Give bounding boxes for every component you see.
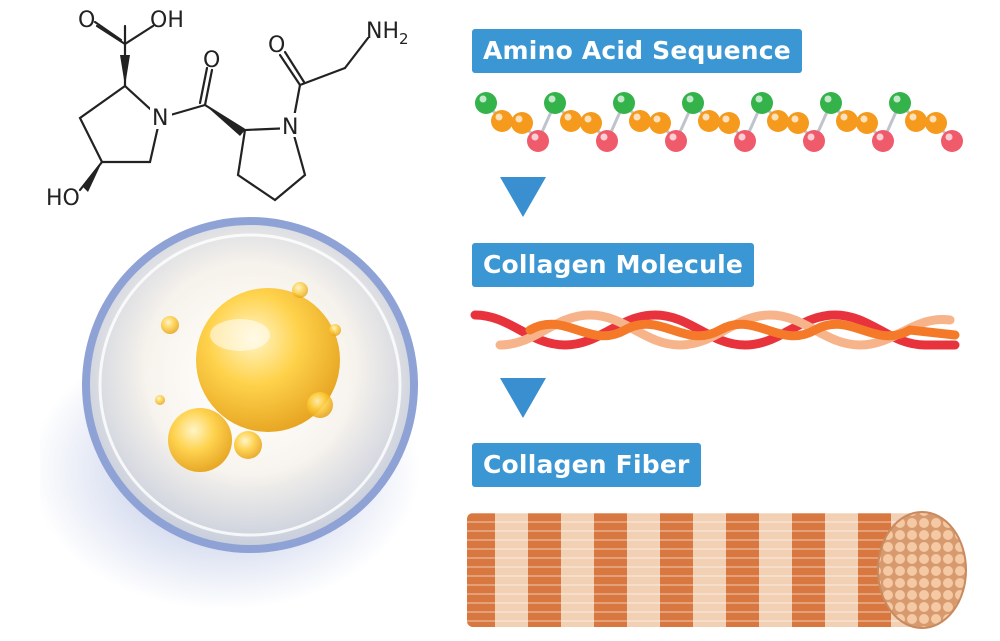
amino-acid-chain-illustration	[475, 92, 963, 152]
collagen-triple-helix-illustration	[470, 310, 960, 350]
amino-acid-bead	[767, 110, 789, 132]
atom-n-left: N	[152, 106, 168, 131]
amino-acid-bead	[580, 112, 602, 134]
amino-acid-bead	[511, 112, 533, 134]
amino-acid-bead	[596, 130, 618, 152]
atom-o-acid: O	[78, 8, 95, 33]
down-triangle-icon	[500, 177, 546, 217]
amino-acid-bead	[820, 92, 842, 114]
amino-acid-bead	[544, 92, 566, 114]
atom-oh: OH	[150, 8, 184, 33]
amino-acid-bead	[836, 110, 858, 132]
atom-ho: HO	[46, 186, 80, 211]
amino-acid-bead	[491, 110, 513, 132]
step-label-amino-acid-sequence: Amino Acid Sequence	[472, 29, 802, 73]
amino-acid-bead	[856, 112, 878, 134]
amino-acid-bead	[872, 130, 894, 152]
amino-acid-bead	[889, 92, 911, 114]
amino-acid-bead	[734, 130, 756, 152]
petri-dish-oil-drop-image	[40, 217, 420, 610]
atom-nh: NH	[366, 19, 399, 44]
amino-acid-bead	[649, 112, 671, 134]
atom-o-right: O	[268, 33, 285, 58]
amino-acid-bead	[941, 130, 963, 152]
step-label-collagen-fiber: Collagen Fiber	[472, 443, 701, 487]
atom-n-right: N	[282, 115, 298, 140]
amino-acid-bead	[698, 110, 720, 132]
amino-acid-bead	[751, 92, 773, 114]
amino-acid-bead	[682, 92, 704, 114]
amino-acid-bead	[787, 112, 809, 134]
amino-acid-bead	[718, 112, 740, 134]
atom-nh-subscript: 2	[399, 30, 409, 48]
amino-acid-bead	[665, 130, 687, 152]
amino-acid-bead	[613, 92, 635, 114]
amino-acid-bead	[905, 110, 927, 132]
down-triangle-icon	[500, 378, 546, 418]
amino-acid-bead	[803, 130, 825, 152]
amino-acid-bead	[475, 92, 497, 114]
chemical-structure: OH O N O O N NH2 HO	[46, 8, 409, 211]
step-label-collagen-molecule: Collagen Molecule	[472, 243, 755, 287]
amino-acid-bead	[925, 112, 947, 134]
amino-acid-bead	[527, 130, 549, 152]
amino-acid-bead	[629, 110, 651, 132]
atom-o-mid: O	[203, 48, 220, 73]
amino-acid-bead	[560, 110, 582, 132]
collagen-fiber-bundle-illustration	[467, 511, 967, 629]
svg-text:NH2: NH2	[366, 19, 409, 48]
